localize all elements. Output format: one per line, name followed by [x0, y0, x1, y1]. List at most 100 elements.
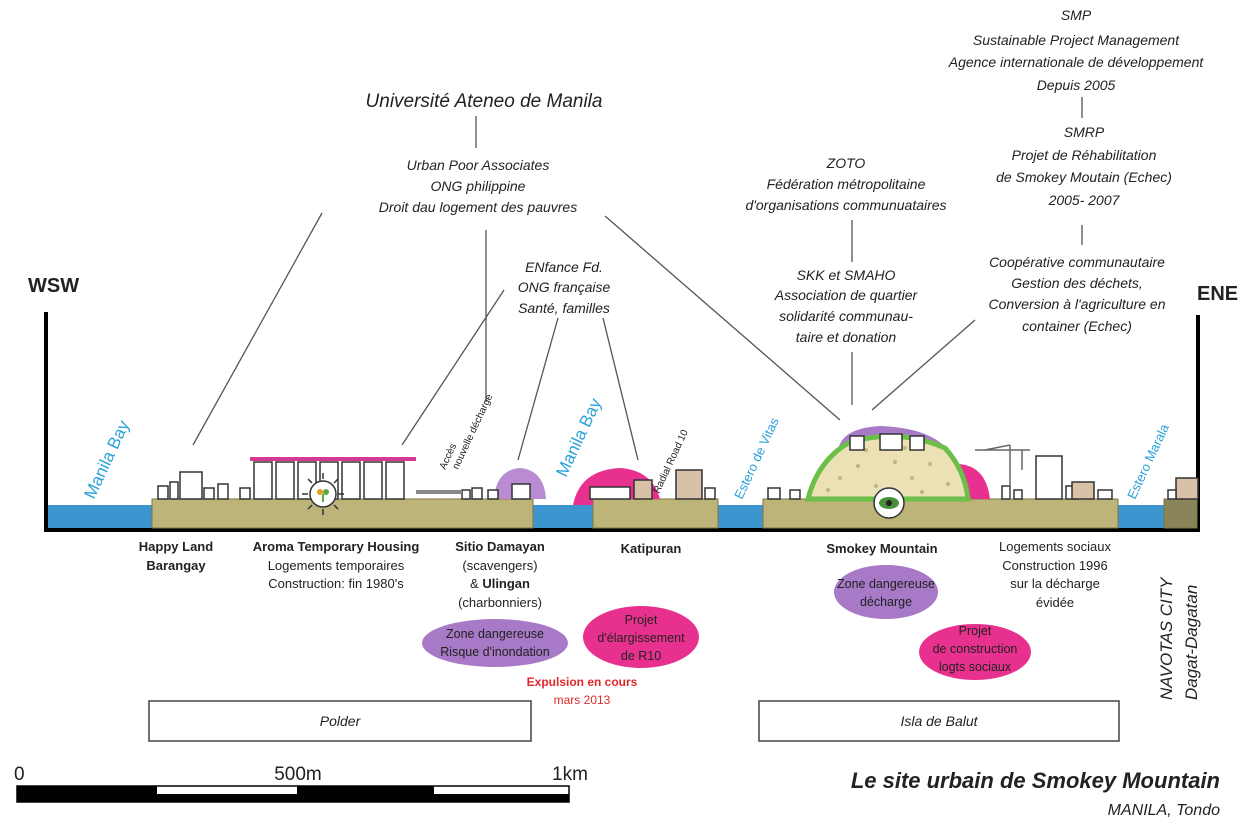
- svg-text:Depuis 2005: Depuis 2005: [1037, 77, 1116, 93]
- connector-lines: [192, 97, 1083, 461]
- svg-text:Santé, familles: Santé, familles: [518, 300, 610, 316]
- svg-text:Sustainable Project Management: Sustainable Project Management: [973, 32, 1180, 48]
- svg-text:sur la décharge: sur la décharge: [1010, 576, 1100, 591]
- zone-r10-text: Projet d'élargissement de R10: [597, 613, 685, 663]
- zone-r10-ellipse: [583, 606, 699, 668]
- svg-text:Zone dangereuse: Zone dangereuse: [837, 577, 935, 591]
- expulsion-line2: mars 2013: [554, 693, 611, 707]
- org-skk: SKK et SMAHO Association de quartier sol…: [774, 267, 919, 345]
- svg-text:Agence internationale de dével: Agence internationale de développement: [948, 54, 1205, 70]
- ulingan-name: Ulingan: [482, 576, 530, 591]
- org-upa: Urban Poor Associates ONG philippine Dro…: [379, 157, 577, 215]
- ampersand: &: [470, 576, 482, 591]
- zone-decharge-text: Zone dangereuse décharge: [837, 577, 935, 609]
- water-manila-bay-west: [48, 505, 152, 528]
- label-nouvelle-decharge: nouvelle décharge: [451, 392, 496, 471]
- org-zoto: ZOTO Fédération métropolitaine d'organis…: [745, 155, 946, 213]
- diagram-subtitle: MANILA, Tondo: [1108, 802, 1220, 819]
- svg-text:de R10: de R10: [621, 649, 661, 663]
- label-estero-marala: Estero Marala: [1124, 421, 1172, 501]
- site-navotas: NAVOTAS CITY: [1157, 576, 1176, 700]
- water-manila-bay-center: [533, 505, 593, 528]
- svg-text:Urban Poor Associates: Urban Poor Associates: [407, 157, 550, 173]
- svg-text:Conversion à l'agriculture en: Conversion à l'agriculture en: [989, 296, 1166, 312]
- svg-text:Zone dangereuse: Zone dangereuse: [446, 627, 544, 641]
- svg-text:2005- 2007: 2005- 2007: [1048, 192, 1121, 208]
- hill-texture: [826, 446, 950, 494]
- recycling-disc-icon: [873, 487, 905, 519]
- site-logements-sociaux: Logements sociaux Construction 1996 sur …: [999, 539, 1112, 610]
- svg-text:(scavengers): (scavengers): [462, 558, 537, 573]
- svg-text:de construction: de construction: [933, 642, 1018, 656]
- svg-text:Logements sociaux: Logements sociaux: [999, 539, 1112, 554]
- scale-zero: 0: [14, 764, 25, 785]
- area-balut-label: Isla de Balut: [900, 713, 978, 729]
- ground-balut: [762, 498, 1119, 529]
- svg-text:ENfance Fd.: ENfance Fd.: [525, 259, 603, 275]
- svg-text:Projet: Projet: [625, 613, 658, 627]
- aroma-housing-structure: [250, 457, 462, 500]
- svg-text:Barangay: Barangay: [146, 558, 206, 573]
- svg-text:Construction 1996: Construction 1996: [1002, 558, 1108, 573]
- svg-text:Happy Land: Happy Land: [139, 539, 213, 554]
- direction-ene-front: ENE: [1197, 283, 1238, 305]
- site-katipuran: Katipuran: [621, 541, 682, 556]
- svg-text:décharge: décharge: [860, 595, 912, 609]
- label-manila-bay-center: Manila Bay: [552, 395, 605, 480]
- svg-text:Risque d'inondation: Risque d'inondation: [440, 645, 549, 659]
- water-estero-vitas: [718, 505, 763, 528]
- svg-text:d'élargissement: d'élargissement: [597, 631, 685, 645]
- svg-text:Projet de Réhabilitation: Projet de Réhabilitation: [1012, 147, 1157, 163]
- sun-flower-icon: [302, 473, 344, 515]
- scale-end: 1km: [552, 764, 588, 785]
- svg-text:Fédération métropolitaine: Fédération métropolitaine: [767, 176, 926, 192]
- zone-flood-ellipse: [422, 619, 568, 667]
- area-polder-label: Polder: [320, 713, 362, 729]
- svg-text:ZOTO: ZOTO: [826, 155, 866, 171]
- svg-text:Aroma Temporary Housing: Aroma Temporary Housing: [253, 539, 420, 554]
- zone-decharge-ellipse: [834, 565, 938, 619]
- construction-crane-icon: [975, 444, 1030, 499]
- area-balut-box: [758, 700, 1120, 742]
- svg-text:évidée: évidée: [1036, 595, 1074, 610]
- svg-text:Construction: fin 1980's: Construction: fin 1980's: [268, 576, 404, 591]
- ground-segments: [151, 498, 1198, 529]
- site-dagat: Dagat-Dagatan: [1182, 585, 1201, 700]
- svg-text:taire et donation: taire et donation: [796, 329, 897, 345]
- svg-text:Logements temporaires: Logements temporaires: [268, 558, 405, 573]
- svg-text:Projet: Projet: [959, 624, 992, 638]
- site-happy-land: Happy Land Barangay: [139, 539, 213, 573]
- svg-text:ONG philippine: ONG philippine: [431, 178, 526, 194]
- diagram-title: Le site urbain de Smokey Mountain: [851, 768, 1220, 793]
- scale-mid: 500m: [274, 764, 322, 785]
- ground-polder: [151, 498, 534, 529]
- org-cooperative: Coopérative communautaire Gestion des dé…: [989, 254, 1166, 334]
- svg-text:de Smokey Moutain (Echec): de Smokey Moutain (Echec): [996, 169, 1172, 185]
- svg-text:(charbonniers): (charbonniers): [458, 595, 542, 610]
- ene-label-background: [1188, 255, 1245, 315]
- area-polder-box: [148, 700, 532, 742]
- org-smrp: SMRP Projet de Réhabilitation de Smokey …: [996, 124, 1172, 208]
- svg-text:Coopérative communautaire: Coopérative communautaire: [989, 254, 1165, 270]
- site-sitio-damayan: Sitio Damayan (scavengers) & Ulingan (ch…: [455, 539, 545, 610]
- svg-text:Droit dau logement des pauvres: Droit dau logement des pauvres: [379, 199, 577, 215]
- direction-wsw: WSW: [28, 275, 79, 297]
- svg-text:container (Echec): container (Echec): [1022, 318, 1132, 334]
- zone-construction-text: Projet de construction logts sociaux: [933, 624, 1018, 674]
- svg-text:SMP: SMP: [1061, 7, 1092, 23]
- svg-text:SMRP: SMRP: [1064, 124, 1105, 140]
- expulsion-line1: Expulsion en cours: [527, 675, 638, 689]
- svg-text:ONG française: ONG française: [518, 279, 611, 295]
- org-smp: SMP Sustainable Project Management Agenc…: [948, 7, 1205, 93]
- zone-construction-ellipse: [919, 624, 1031, 680]
- org-enfance: ENfance Fd. ONG française Santé, famille…: [518, 259, 611, 316]
- zone-flood-text: Zone dangereuse Risque d'inondation: [440, 627, 549, 659]
- ground-navotas: [1163, 498, 1198, 529]
- site-smokey-mountain: Smokey Mountain: [826, 541, 937, 556]
- svg-text:solidarité communau-: solidarité communau-: [779, 308, 913, 324]
- svg-text:logts sociaux: logts sociaux: [939, 660, 1012, 674]
- houses: [157, 433, 1199, 500]
- svg-text:d'organisations communuataires: d'organisations communuataires: [745, 197, 946, 213]
- svg-text:Gestion des déchets,: Gestion des déchets,: [1011, 275, 1143, 291]
